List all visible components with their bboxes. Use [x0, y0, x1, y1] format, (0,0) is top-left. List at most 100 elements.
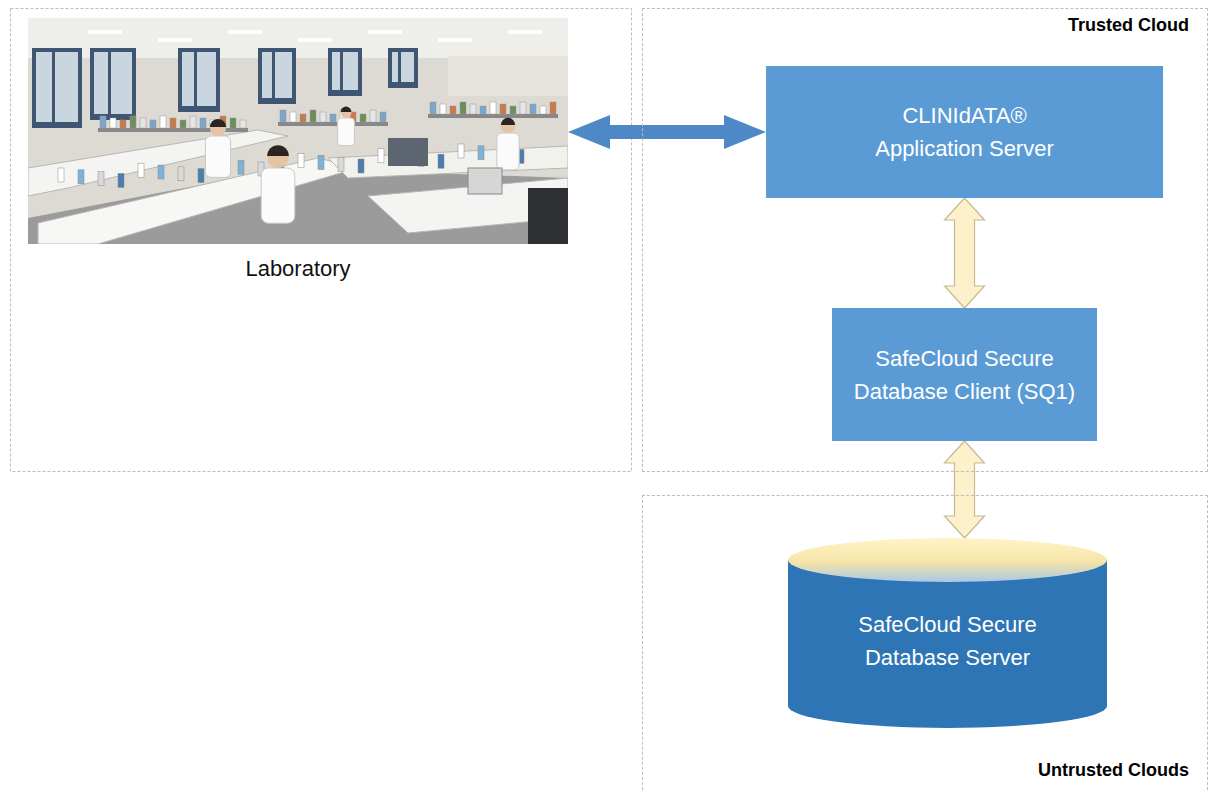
bottle — [338, 157, 344, 171]
window-frame — [258, 48, 296, 104]
cloud-region: Untrusted CloudsSafeCloud Secure Databas… — [642, 495, 1208, 792]
bottle — [120, 120, 126, 128]
lab-coat — [338, 118, 355, 146]
bottle — [190, 116, 196, 128]
cylinder-body — [788, 560, 1107, 728]
window-pane — [332, 52, 358, 90]
bottle — [358, 159, 364, 173]
bottle — [140, 118, 146, 128]
bottle — [490, 102, 496, 114]
person-hair — [210, 119, 226, 127]
bottle — [520, 102, 526, 114]
window-pane — [182, 52, 216, 106]
bottle — [458, 144, 464, 158]
person-head — [341, 107, 352, 118]
bottle — [378, 149, 384, 163]
photo-caption: Laboratory — [28, 256, 568, 282]
ceiling-light — [368, 30, 402, 34]
region-outline — [11, 9, 632, 472]
person-hair — [267, 145, 289, 156]
ceiling-light — [88, 30, 122, 34]
lab-bench — [38, 158, 358, 244]
bottle — [230, 118, 236, 128]
bottle — [540, 106, 546, 114]
bottle — [178, 167, 184, 181]
bottle — [470, 104, 476, 114]
window-frame — [328, 48, 362, 96]
bottle — [170, 118, 176, 128]
bottle — [298, 154, 304, 168]
process-box: SafeCloud Secure Database Client (SQ1) — [832, 308, 1097, 441]
bottle — [290, 112, 296, 122]
block-arrow — [945, 198, 985, 308]
bottle — [98, 172, 104, 186]
bottle — [330, 114, 336, 122]
bottle — [478, 146, 484, 160]
bottle — [280, 110, 286, 122]
bottle — [158, 165, 164, 179]
bottle — [460, 102, 466, 114]
bottle — [430, 102, 436, 114]
bottle — [198, 169, 204, 183]
bottle — [370, 110, 376, 122]
person-head — [210, 120, 226, 136]
bottle — [380, 112, 386, 122]
bottle — [530, 104, 536, 114]
window-pane — [262, 52, 292, 98]
bottle — [160, 116, 166, 128]
bottle — [480, 106, 486, 114]
node-label: SafeCloud Secure Database Client (SQ1) — [850, 342, 1080, 408]
region-label: Trusted Cloud — [1068, 15, 1189, 36]
process-box: CLINIdATA® Application Server — [766, 66, 1163, 198]
window-pane — [392, 52, 414, 82]
bottle — [450, 106, 456, 114]
lab-equipment — [468, 168, 502, 194]
person-head — [501, 119, 515, 133]
window-frame — [90, 48, 136, 120]
lab-equipment — [388, 138, 428, 166]
ceiling-light — [228, 30, 262, 34]
node-label: CLINIdATA® Application Server — [850, 99, 1080, 165]
bottle — [58, 168, 64, 182]
person-hair — [341, 107, 352, 112]
lab-bench — [328, 146, 568, 178]
bottle — [320, 112, 326, 122]
bottle — [238, 160, 244, 174]
laboratory-panel: Laboratory — [28, 18, 568, 293]
cloud-region: Trusted CloudCLINIdATA® Application Serv… — [642, 8, 1208, 472]
window-bar — [108, 52, 111, 114]
bottle — [510, 106, 516, 114]
window-pane — [36, 52, 78, 122]
ceiling-light — [508, 30, 542, 34]
bottle — [360, 114, 366, 122]
ceiling-light — [158, 38, 192, 42]
lab-coat — [205, 136, 230, 177]
window-bar — [340, 52, 343, 90]
bottle — [180, 120, 186, 128]
shelf — [278, 122, 388, 126]
bottle — [500, 104, 506, 114]
database-cylinder: SafeCloud Secure Database Server — [788, 538, 1107, 728]
ceiling-light — [298, 38, 332, 42]
bottle — [200, 118, 206, 128]
bottle — [318, 155, 324, 169]
window-frame — [32, 48, 82, 128]
lab-coat — [497, 133, 519, 170]
ceiling-light — [438, 38, 472, 42]
bottle — [130, 116, 136, 128]
bottle — [300, 114, 306, 122]
window-frame — [178, 48, 220, 112]
node-label: SafeCloud Secure Database Server — [838, 608, 1058, 674]
cylinder-top — [788, 538, 1107, 582]
window-frame — [388, 48, 418, 88]
window-pane — [94, 52, 132, 114]
person-hair — [501, 118, 515, 125]
bottle — [150, 120, 156, 128]
laboratory-photo — [28, 18, 568, 244]
photo-back-wall — [448, 56, 568, 96]
window-bar — [52, 52, 55, 122]
bottle — [138, 163, 144, 177]
block-arrow — [568, 115, 766, 149]
window-bar — [194, 52, 197, 106]
lab-chair — [528, 188, 568, 244]
